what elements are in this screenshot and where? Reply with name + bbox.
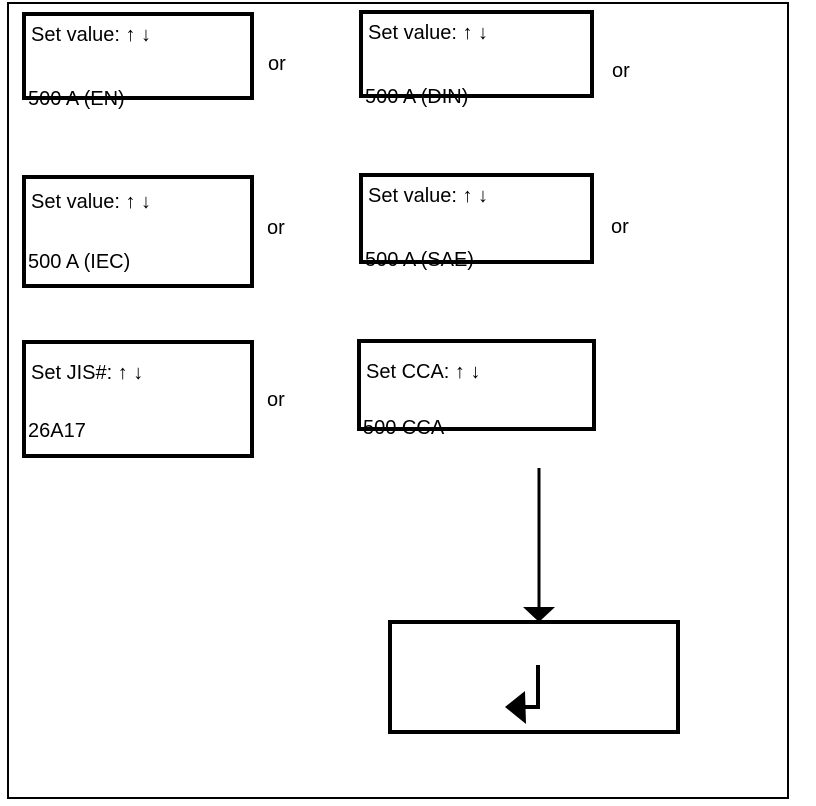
or-connector: or	[612, 60, 630, 82]
page-border	[7, 2, 789, 799]
screen-label: Set CCA: ↑ ↓	[366, 361, 481, 383]
or-connector: or	[267, 389, 285, 411]
result-box	[388, 620, 680, 734]
screen-label: Set value: ↑ ↓	[31, 191, 152, 213]
or-connector: or	[268, 53, 286, 75]
screen-value: 500 A (IEC)	[28, 251, 131, 273]
or-connector: or	[611, 216, 629, 238]
screen-value: 26A17	[28, 420, 86, 442]
screen-value: 500 A (EN)	[28, 88, 125, 110]
screen-label: Set value: ↑ ↓	[31, 24, 152, 46]
screen-box-jis: Set JIS#: ↑ ↓ 26A17	[22, 340, 254, 458]
screen-label: Set value: ↑ ↓	[368, 22, 489, 44]
down-arrow-icon	[523, 468, 555, 622]
screen-value: 500 CCA	[363, 417, 445, 439]
screen-box-cca: Set CCA: ↑ ↓ 500 CCA	[357, 339, 596, 439]
screen-box-en: Set value: ↑ ↓ 500 A (EN)	[22, 12, 254, 110]
screen-box-sae: Set value: ↑ ↓ 500 A (SAE)	[359, 173, 594, 271]
screen-box-din: Set value: ↑ ↓ 500 A (DIN)	[359, 10, 594, 108]
or-connector: or	[267, 217, 285, 239]
screen-label: Set JIS#: ↑ ↓	[31, 362, 144, 384]
screen-value: 500 A (SAE)	[365, 249, 474, 271]
screen-value: 500 A (DIN)	[365, 86, 469, 108]
screen-label: Set value: ↑ ↓	[368, 185, 489, 207]
return-arrow-icon	[505, 665, 540, 724]
screen-box-iec: Set value: ↑ ↓ 500 A (IEC)	[22, 175, 254, 288]
